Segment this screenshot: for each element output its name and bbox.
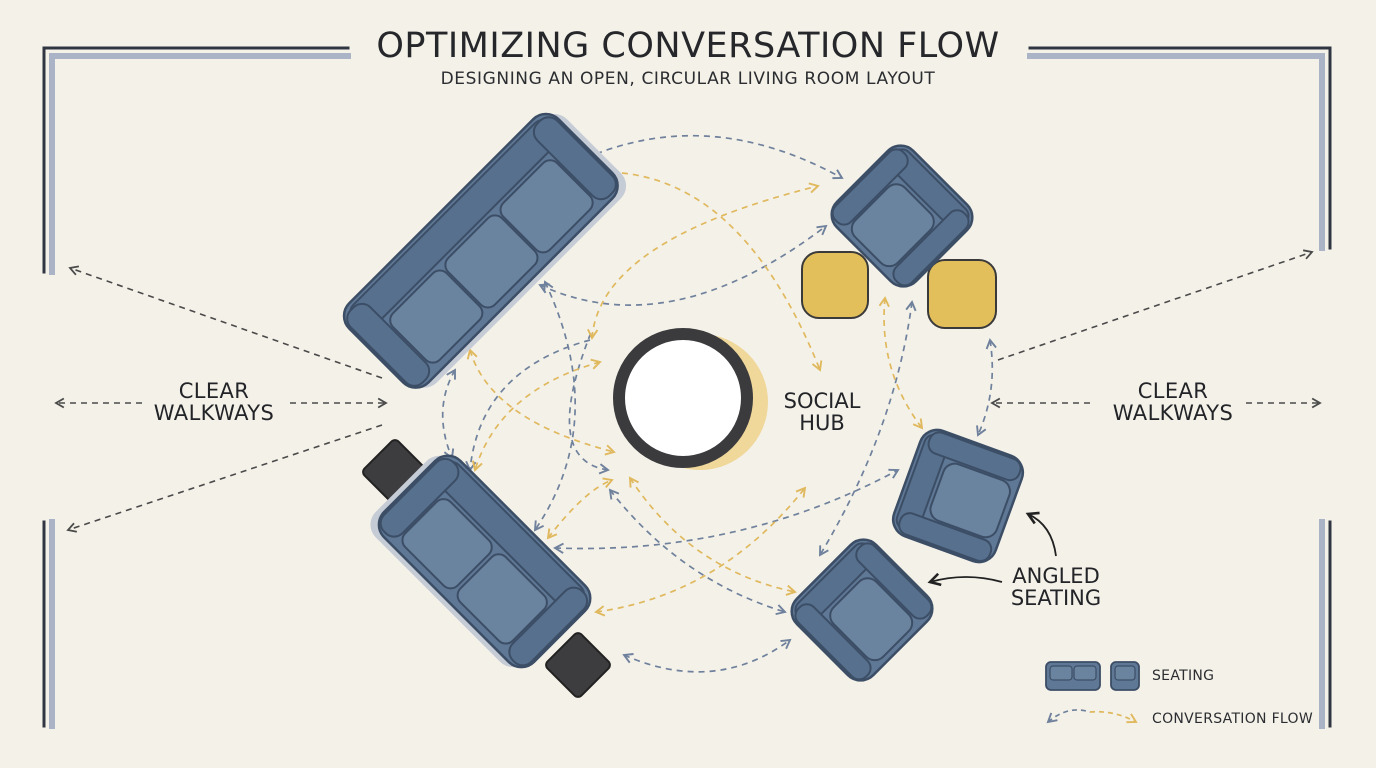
side-table-dark-bottom xyxy=(545,632,611,698)
page-subtitle: DESIGNING AN OPEN, CIRCULAR LIVING ROOM … xyxy=(440,69,936,89)
social-hub-label: SOCIAL HUB xyxy=(783,389,861,436)
legend-flow-icon xyxy=(1046,709,1138,724)
coffee-table xyxy=(613,328,768,470)
legend-flow-label: CONVERSATION FLOW xyxy=(1152,711,1313,727)
clear-walkways-label-left: CLEAR WALKWAYS xyxy=(153,379,275,426)
sofa-two-seat xyxy=(370,454,592,669)
legend-seating-label: SEATING xyxy=(1152,668,1215,684)
side-table-yellow-right xyxy=(927,259,997,329)
side-table-yellow-left xyxy=(801,251,869,319)
armchair-top-right xyxy=(830,144,974,288)
armchair-bottom xyxy=(790,538,934,682)
room-walls xyxy=(42,46,1332,729)
page-title: OPTIMIZING CONVERSATION FLOW xyxy=(376,26,1000,66)
conversation-flow-yellow xyxy=(466,166,924,617)
walkway-arrows xyxy=(54,249,1322,533)
angled-seating-arrows xyxy=(927,511,1057,587)
armchair-right xyxy=(891,428,1025,564)
angled-seating-label: ANGLED SEATING xyxy=(1010,564,1102,611)
legend-seating-icon xyxy=(1045,661,1140,691)
sofa-three-seat xyxy=(342,112,627,389)
clear-walkways-label-right: CLEAR WALKWAYS xyxy=(1112,379,1234,426)
